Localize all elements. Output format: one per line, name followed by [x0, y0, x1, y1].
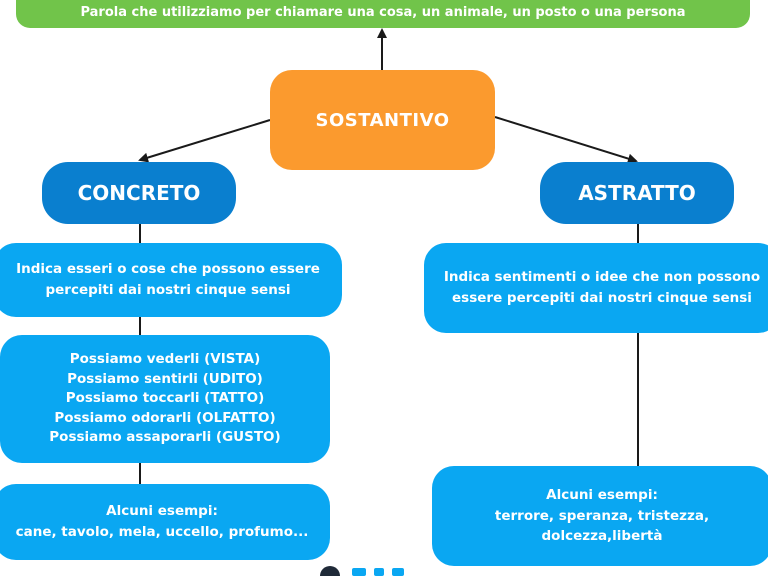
logo-circle-icon [320, 566, 340, 576]
sense-item-udito: Possiamo sentirli (UDITO) [67, 370, 263, 387]
abstract-examples-line-1: terrore, speranza, tristezza, [494, 507, 710, 524]
concrete-node: CONCRETO [42, 162, 236, 224]
abstract-title: ASTRATTO [578, 181, 696, 205]
logo-mark-icon [374, 568, 384, 576]
concrete-examples-label: Alcuni esempi: [106, 503, 218, 520]
concrete-description-line-1: Indica esseri o cose che possono essere [16, 261, 320, 278]
concrete-title: CONCRETO [77, 181, 201, 205]
concrete-description-line-2: percepiti dai nostri cinque sensi [45, 282, 291, 298]
sense-item-gusto: Possiamo assaporarli (GUSTO) [49, 429, 281, 446]
concrete-examples-box: Alcuni esempi: cane, tavolo, mela, uccel… [0, 484, 330, 560]
definition-text: Parola che utilizziamo per chiamare una … [80, 4, 686, 20]
logo-mark-icon [352, 568, 366, 576]
sense-item-olfatto: Possiamo odorarli (OLFATTO) [54, 409, 276, 426]
abstract-description-box: Indica sentimenti o idee che non possono… [424, 243, 768, 333]
abstract-description-line-2: essere percepiti dai nostri cinque sensi [452, 290, 752, 306]
root-node-sostantivo: SOSTANTIVO [270, 70, 495, 170]
abstract-examples-line-2: dolcezza,libertà [541, 528, 663, 545]
abstract-description-line-1: Indica sentimenti o idee che non possono [443, 269, 761, 286]
concrete-examples-text: cane, tavolo, mela, uccello, profumo... [15, 524, 309, 540]
concrete-description-box: Indica esseri o cose che possono essere … [0, 243, 342, 317]
abstract-examples-label: Alcuni esempi: [546, 486, 658, 503]
logo-mark-icon [392, 568, 404, 576]
abstract-node: ASTRATTO [540, 162, 734, 224]
arrow-root-to-abstract [494, 116, 638, 164]
sense-item-vista: Possiamo vederli (VISTA) [69, 351, 261, 368]
sense-item-tatto: Possiamo toccarli (TATTO) [65, 390, 265, 407]
root-label: SOSTANTIVO [315, 109, 450, 131]
concrete-senses-box: Possiamo vederli (VISTA) Possiamo sentir… [0, 335, 330, 463]
abstract-examples-box: Alcuni esempi: terrore, speranza, triste… [432, 466, 768, 566]
footer-logo [318, 566, 438, 576]
definition-box: Parola che utilizziamo per chiamare una … [16, 0, 750, 28]
arrow-root-to-concrete [138, 119, 271, 163]
